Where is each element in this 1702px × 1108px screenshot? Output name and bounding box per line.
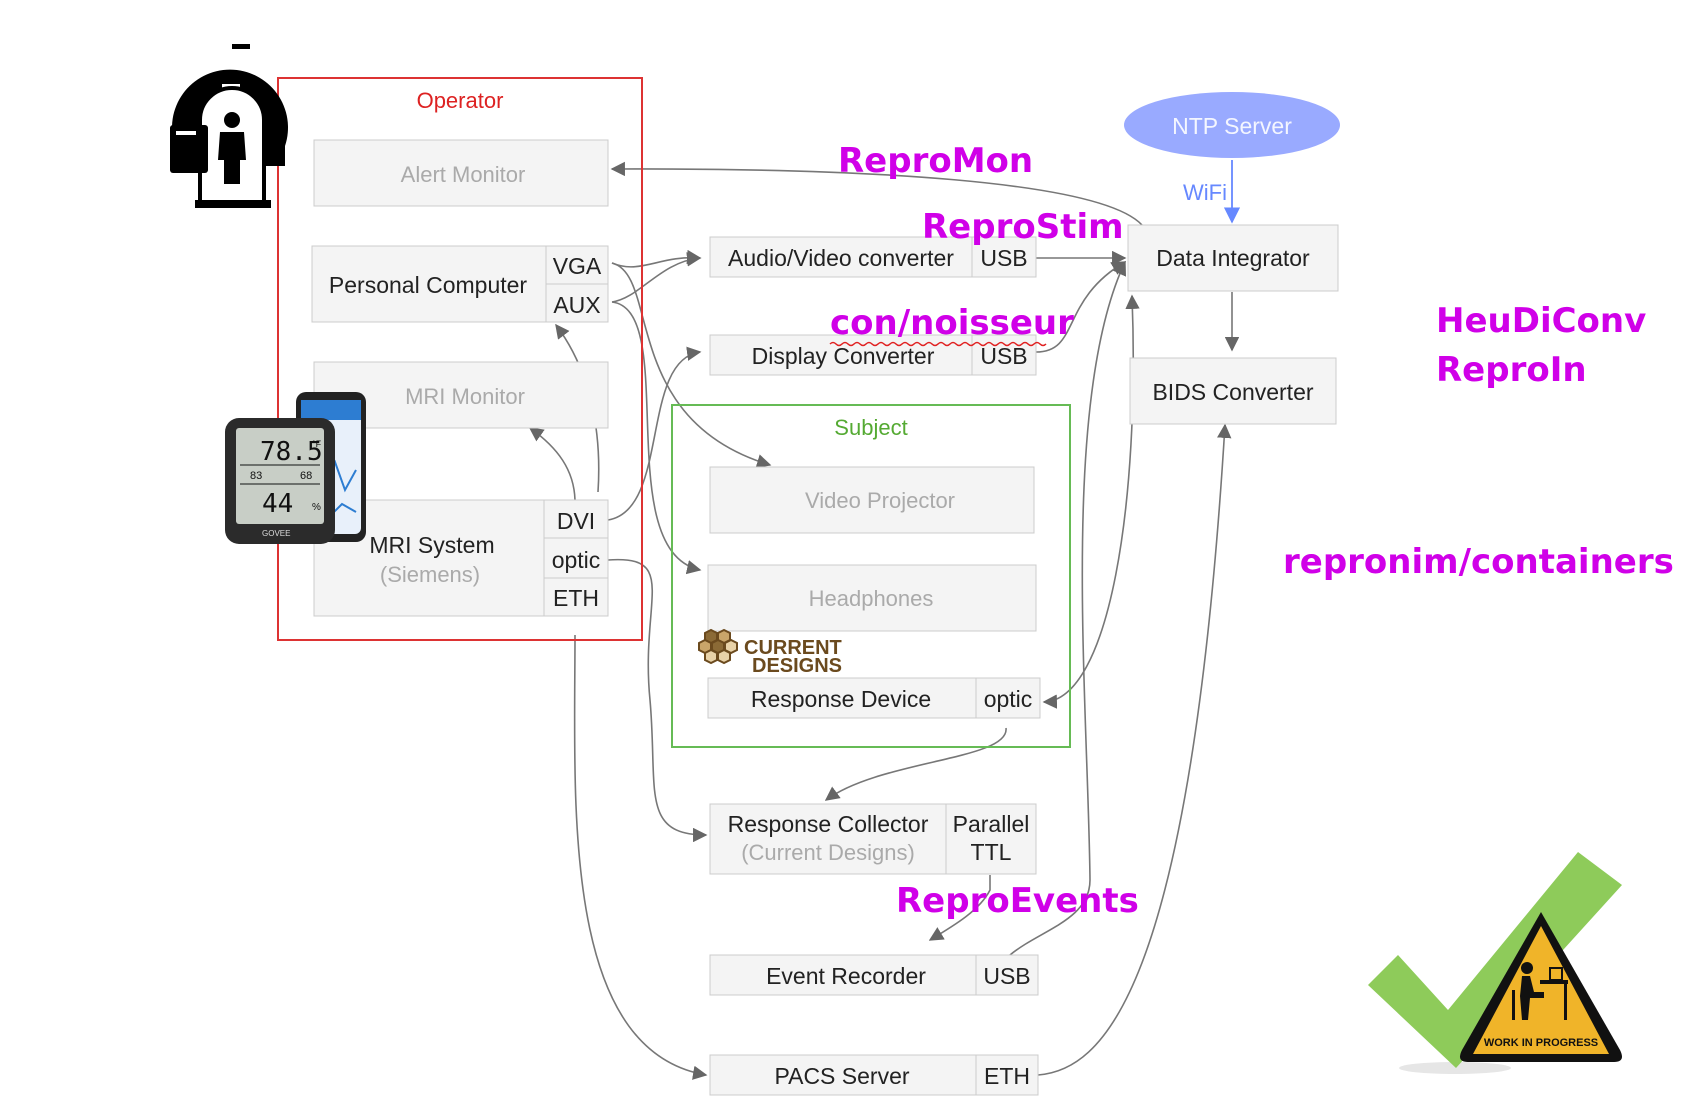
event-recorder-label: Event Recorder xyxy=(766,963,926,989)
edge-integrator-to-alert xyxy=(610,161,1143,226)
worker-at-desk-icon xyxy=(1512,962,1568,1020)
thermo-humidity: 44 xyxy=(262,489,293,519)
pacs-server-label: PACS Server xyxy=(774,1063,909,1089)
edge-aux-to-av xyxy=(611,252,702,303)
reproin-label: ReproIn xyxy=(1436,350,1587,390)
ntp-server-node xyxy=(1124,92,1340,158)
aux-port xyxy=(545,283,609,323)
dc-usb-label: USB xyxy=(980,343,1027,369)
headphones-box xyxy=(707,564,1037,632)
thermo-83: 83 xyxy=(250,470,262,482)
personal-computer-label: Personal Computer xyxy=(329,272,527,298)
rd-optic-port xyxy=(975,677,1041,719)
response-collector-label: Response Collector xyxy=(728,811,929,837)
operator-label: Operator xyxy=(417,88,504,113)
response-collector-sublabel: (Current Designs) xyxy=(741,840,915,865)
repronim-containers-label: repronim/containers xyxy=(1283,542,1674,582)
bids-converter-label: BIDS Converter xyxy=(1152,379,1313,405)
response-device-box xyxy=(707,677,977,719)
current-designs-logo: CURRENT DESIGNS xyxy=(698,628,842,677)
rc-parallel-label: Parallel xyxy=(953,811,1030,837)
dc-usb-port xyxy=(971,334,1037,376)
optic-label: optic xyxy=(552,547,601,573)
eth-label: ETH xyxy=(553,585,599,611)
thermo-temp: 78.5 xyxy=(260,437,323,467)
mri-monitor-label: MRI Monitor xyxy=(405,384,525,409)
edge-pacs-eth-to-bids xyxy=(1037,423,1232,1076)
pacs-eth-port xyxy=(975,1054,1039,1096)
current-designs-line2: DESIGNS xyxy=(752,655,842,677)
headphones-label: Headphones xyxy=(809,586,934,611)
personal-computer-box xyxy=(311,245,547,323)
reprostim-label: ReproStim xyxy=(922,207,1124,247)
data-integrator-label: Data Integrator xyxy=(1156,245,1310,271)
vga-port xyxy=(545,245,609,285)
pacs-server-box xyxy=(709,1054,977,1096)
wip-text: WORK IN PROGRESS xyxy=(1484,1037,1598,1049)
mri-scanner-icon xyxy=(170,44,288,208)
alert-monitor-box xyxy=(313,139,609,207)
vga-label: VGA xyxy=(553,253,602,279)
aux-label: AUX xyxy=(553,292,600,318)
er-usb-port xyxy=(975,954,1039,996)
con-noisseur-label: con/noisseur xyxy=(830,303,1074,343)
av-usb-port xyxy=(971,236,1037,278)
eth-port xyxy=(543,577,609,617)
work-in-progress-badge: WORK IN PROGRESS xyxy=(1368,852,1622,1074)
video-projector-label: Video Projector xyxy=(805,488,955,513)
subject-label: Subject xyxy=(834,415,907,440)
edge-optic-to-collector xyxy=(607,558,708,843)
reproevents-label: ReproEvents xyxy=(896,881,1139,921)
response-collector-box xyxy=(709,803,947,875)
rc-ttl-label: TTL xyxy=(971,839,1012,865)
video-projector-box xyxy=(709,466,1035,534)
av-converter-box xyxy=(709,236,973,278)
rd-optic-label: optic xyxy=(984,686,1033,712)
display-converter-box xyxy=(709,334,973,376)
pacs-eth-label: ETH xyxy=(984,1063,1030,1089)
bids-converter-box xyxy=(1129,357,1337,425)
thermometer-phone-icon: 78.5 °F 83 68 44 % GOVEE xyxy=(225,392,366,544)
dvi-label: DVI xyxy=(557,508,595,534)
optic-port xyxy=(543,537,609,579)
thermo-pct: % xyxy=(312,502,321,513)
thermo-brand: GOVEE xyxy=(262,529,290,538)
current-designs-line1: CURRENT xyxy=(744,637,842,659)
edge-vga-to-projector xyxy=(611,262,772,469)
data-integrator-box xyxy=(1127,224,1339,292)
alert-monitor-label: Alert Monitor xyxy=(401,162,526,187)
wifi-label: WiFi xyxy=(1183,180,1227,205)
ntp-server-label: NTP Server xyxy=(1172,113,1292,139)
edge-eth-to-pacs xyxy=(573,634,708,1080)
edge-er-usb-to-integrator xyxy=(1009,260,1127,956)
av-converter-label: Audio/Video converter xyxy=(728,245,954,271)
rc-parallel-port xyxy=(945,803,1037,875)
edge-rd-optic-integrator xyxy=(1042,294,1140,709)
thermo-68: 68 xyxy=(300,470,312,482)
response-device-label: Response Device xyxy=(751,686,931,712)
operator-group xyxy=(277,77,643,641)
mri-system-label: MRI System xyxy=(369,532,494,558)
edge-mri-to-monitor xyxy=(528,427,576,501)
edge-dvi-to-display xyxy=(607,346,702,521)
av-usb-label: USB xyxy=(980,245,1027,271)
edge-vga-to-av xyxy=(611,249,702,268)
mri-system-sublabel: (Siemens) xyxy=(380,562,480,587)
er-usb-label: USB xyxy=(983,963,1030,989)
heudiconv-label: HeuDiConv xyxy=(1436,301,1646,341)
subject-group xyxy=(671,404,1071,748)
display-converter-label: Display Converter xyxy=(752,343,935,369)
con-noisseur-spellcheck-underline xyxy=(829,341,1047,347)
thermo-unit: °F xyxy=(312,439,322,449)
edge-collector-to-eventrec xyxy=(928,875,991,941)
edge-aux-to-headphones xyxy=(611,301,702,575)
repromon-label: ReproMon xyxy=(838,141,1033,181)
edge-rd-optic-to-collector xyxy=(824,727,1007,801)
